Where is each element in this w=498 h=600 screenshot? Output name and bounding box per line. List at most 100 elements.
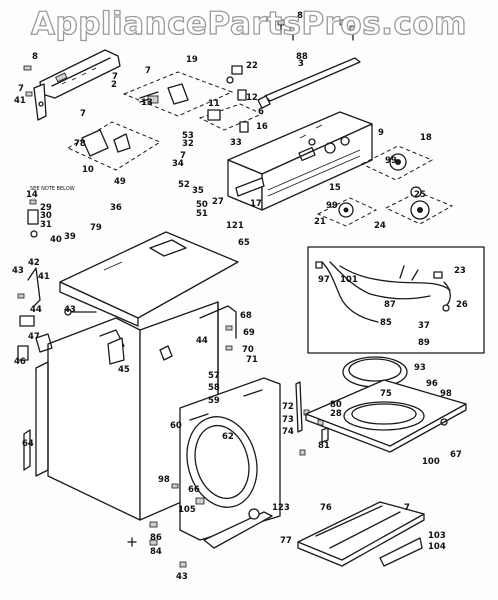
callout: 23 [454,266,466,276]
callout: 75 [380,389,392,399]
callout: 59 [208,396,220,406]
callout: 33 [230,138,242,148]
callout: 86 [150,533,162,543]
bearing-ring [342,356,408,388]
callout: 30 [40,211,52,221]
lower-front-strip [203,508,273,549]
callout: 47 [28,332,40,342]
callout: 104 [428,542,446,552]
callout: 2 [111,80,117,90]
callout: 84 [150,547,162,557]
callout: 40 [50,235,62,245]
callout: 72 [282,402,294,412]
base-plate [305,379,467,453]
callout: 58 [208,383,220,393]
callout: 8 [297,11,303,21]
callout: 89 [418,338,430,348]
callout: 11 [208,99,220,109]
callout: 7 [112,72,118,82]
callout: 66 [188,485,200,495]
callout: 36 [110,203,122,213]
callout: 27 [212,197,224,207]
top-left-bracket [23,49,121,121]
bottom-tray [297,501,425,567]
callout: 12 [246,93,258,103]
callout: 19 [186,55,198,65]
callout: 14 [26,190,38,200]
callout: 32 [182,139,194,149]
callout: 13 [141,98,153,108]
callout: 99 [326,201,338,211]
callout: 9 [378,128,384,138]
small-parts-column [198,65,264,133]
callout: 60 [170,421,182,431]
callout: 7 [80,109,86,119]
callout: 74 [282,427,294,437]
callout: 80 [330,400,342,410]
knob-groups [316,145,454,227]
bracket-group-panel [66,121,162,171]
callout: 37 [418,321,430,331]
callout: 28 [330,409,342,419]
callout: 43 [176,572,188,582]
callout: 69 [243,328,255,338]
callout: 77 [280,536,292,546]
callout: 64 [22,439,34,449]
left-small-parts [17,199,97,471]
callout: 71 [246,355,258,365]
callout: 21 [314,217,326,227]
callout: 6 [258,107,264,117]
callout: 3 [298,59,304,69]
callout: 41 [14,96,26,106]
callout: 50 [196,200,208,210]
callout: 85 [380,318,392,328]
callout: 73 [282,415,294,425]
callout: 43 [64,305,76,315]
callout: 8 [32,52,38,62]
callout: 15 [329,183,341,193]
control-console [227,111,373,211]
callout: 97 [318,275,330,285]
callout: 17 [250,199,262,209]
callout: 105 [178,505,196,515]
callout: 51 [196,209,208,219]
callout: 25 [414,190,426,200]
callout: 78 [74,139,86,149]
callout: 35 [192,186,204,196]
front-panel [171,377,281,541]
callout: 103 [428,531,446,541]
callout: 7 [145,66,151,76]
top-rod-assembly [257,19,361,109]
cabinet-top [59,231,239,327]
callout: 79 [90,223,102,233]
callout: 123 [272,503,290,513]
callout: 44 [196,336,208,346]
callout: 68 [240,311,252,321]
callout: 10 [82,165,94,175]
callout-labels: 8 7 2 7 41 8 88 3 7 19 22 12 13 6 16 11 … [12,11,468,582]
callout: 67 [450,450,462,460]
callout: 49 [114,177,126,187]
callout: 99 [385,156,397,166]
callout: 101 [340,275,358,285]
callout: 26 [456,300,468,310]
callout: 18 [420,133,432,143]
panel-caption: SEE NOTE BELOW [30,186,75,192]
callout: 7 [404,503,410,513]
callout: 34 [172,159,184,169]
callout: 43 [12,266,24,276]
callout: 62 [222,432,234,442]
callout: 41 [38,272,50,282]
callout: 7 [180,151,186,161]
callout: 29 [40,203,52,213]
wiring-inset [307,246,485,354]
callout: 7 [18,84,24,94]
callout: 46 [14,357,26,367]
callout: 52 [178,180,190,190]
callout: 81 [318,441,330,451]
callout: 121 [226,221,244,231]
callout: 98 [158,475,170,485]
callout: 22 [246,61,258,71]
